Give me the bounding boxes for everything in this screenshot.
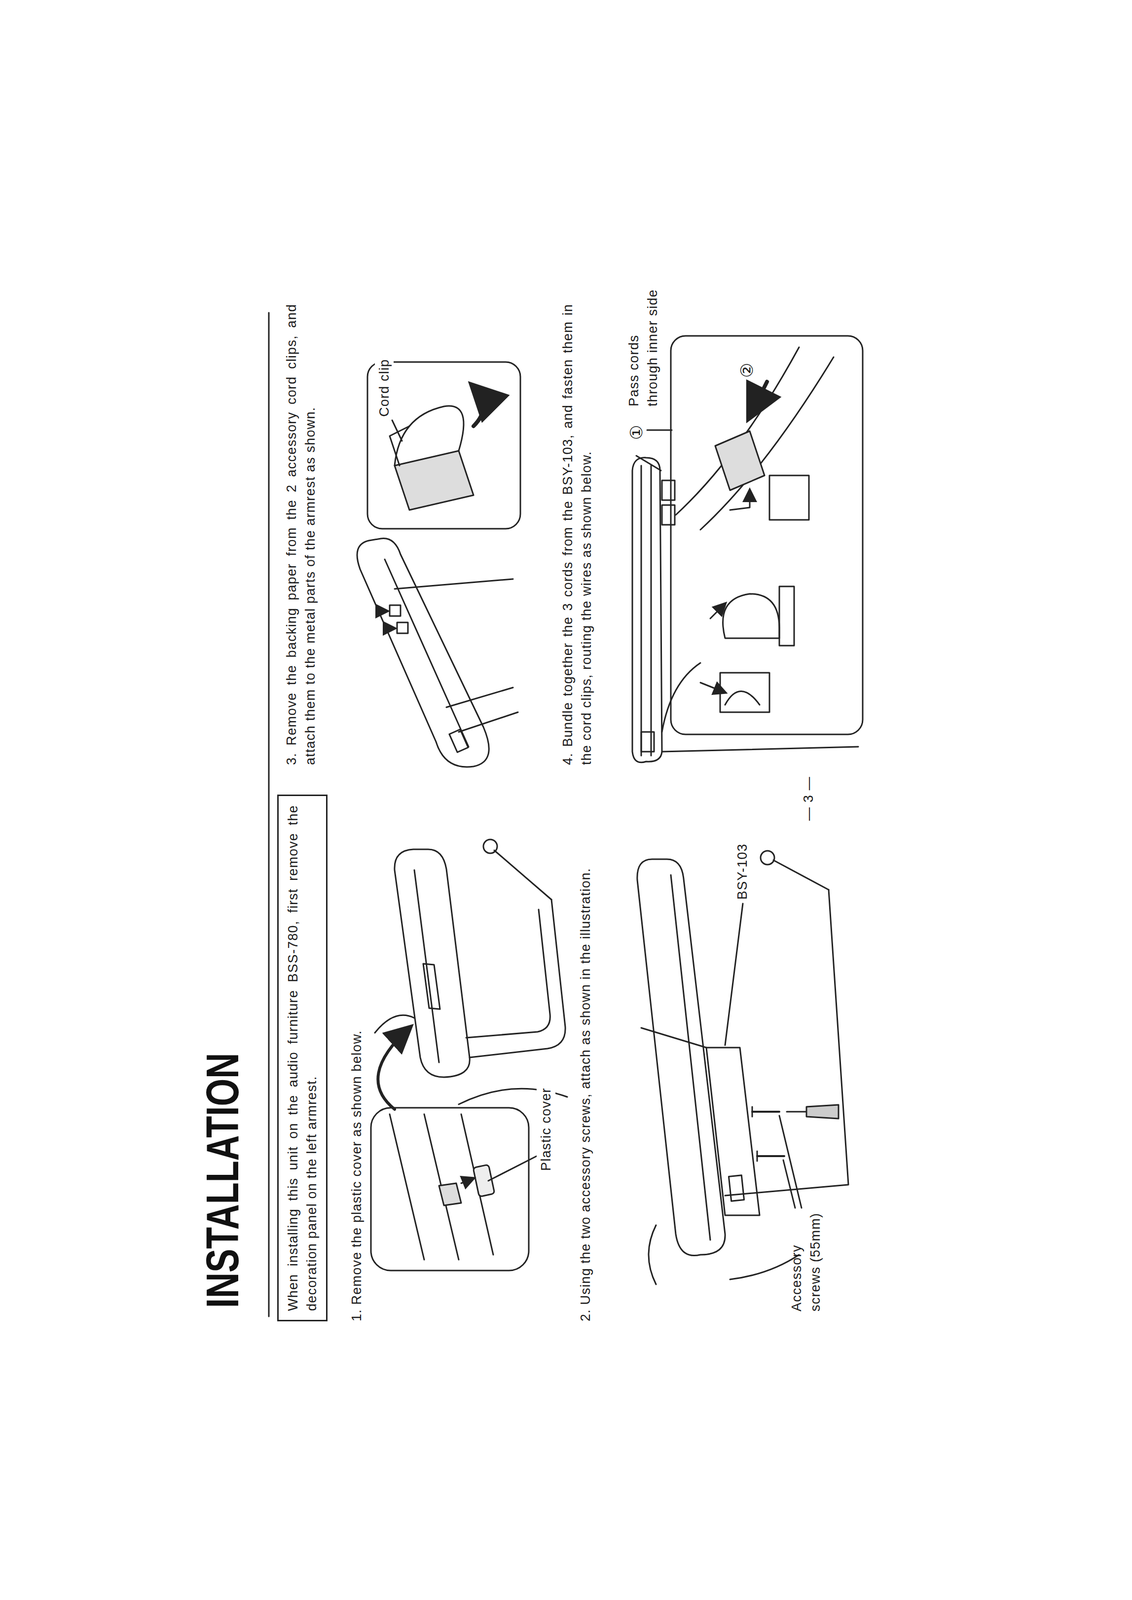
callout-number: ② (736, 362, 757, 378)
step-text: 4. Bundle together the 3 cords from the … (558, 303, 596, 766)
step-text: 3. Remove the backing paper from the 2 a… (282, 303, 320, 766)
page-number: — 3 — (799, 776, 818, 821)
note-box: When installing this unit on the audio f… (277, 794, 328, 1322)
page-title: INSTALLATION (196, 1053, 248, 1309)
part-label: Cord clip (374, 357, 394, 419)
part-label: Plastic cover (536, 1085, 556, 1173)
part-label: BSY-103 (732, 843, 752, 900)
step-text: 1. Remove the plastic cover as shown bel… (347, 828, 366, 1322)
note-text: When installing this unit on the audio f… (283, 804, 322, 1312)
callout-number: ① (626, 424, 647, 440)
part-label: Accessory screws (55mm) (787, 1210, 825, 1312)
note-label: Pass cords through inner side (624, 283, 662, 407)
step-text: 2. Using the two accessory screws, attac… (576, 828, 595, 1322)
